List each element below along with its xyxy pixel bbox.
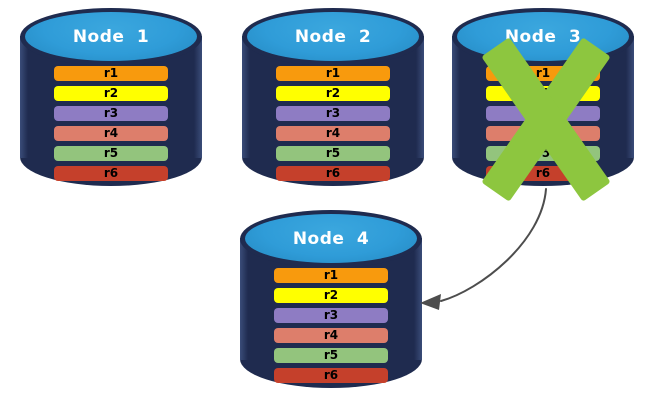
node-2: Node 2 r1 r2 r3 r4 r5 r6	[242, 8, 424, 186]
node-title: Node 3	[504, 26, 582, 47]
cylinder-top-face: Node 1	[25, 12, 197, 61]
row-bar: r5	[54, 146, 168, 161]
node-1: Node 1 r1 r2 r3 r4 r5 r6	[20, 8, 202, 186]
row-bar: r3	[276, 106, 390, 121]
row-bar: r5	[274, 348, 388, 363]
node-title: Node 2	[294, 26, 372, 47]
row-bar: r3	[274, 308, 388, 323]
row-bar: r2	[274, 288, 388, 303]
x-cross-icon	[481, 31, 611, 208]
row-bar: r6	[276, 166, 390, 181]
row-bar: r3	[54, 106, 168, 121]
cylinder-top-face: Node 3	[457, 12, 629, 61]
node-title: Node 4	[292, 228, 370, 249]
row-bar: r5	[276, 146, 390, 161]
row-bar: r1	[54, 66, 168, 81]
node-4: Node 4 r1 r2 r3 r4 r5 r6	[240, 210, 422, 388]
node-title: Node 1	[72, 26, 150, 47]
row-bar: r2	[276, 86, 390, 101]
cylinder-top-face: Node 4	[245, 214, 417, 263]
row-bar: r1	[274, 268, 388, 283]
failover-arrowhead-icon	[420, 294, 441, 310]
row-list: r1 r2 r3 r4 r5 r6	[274, 268, 388, 388]
row-bar: r4	[274, 328, 388, 343]
row-bar: r1	[276, 66, 390, 81]
row-bar: r6	[274, 368, 388, 383]
row-bar: r4	[54, 126, 168, 141]
cylinder-top-face: Node 2	[247, 12, 419, 61]
row-bar: r4	[276, 126, 390, 141]
row-list: r1 r2 r3 r4 r5 r6	[54, 66, 168, 186]
row-list: r1 r2 r3 r4 r5 r6	[276, 66, 390, 186]
row-bar: r6	[54, 166, 168, 181]
row-bar: r2	[54, 86, 168, 101]
